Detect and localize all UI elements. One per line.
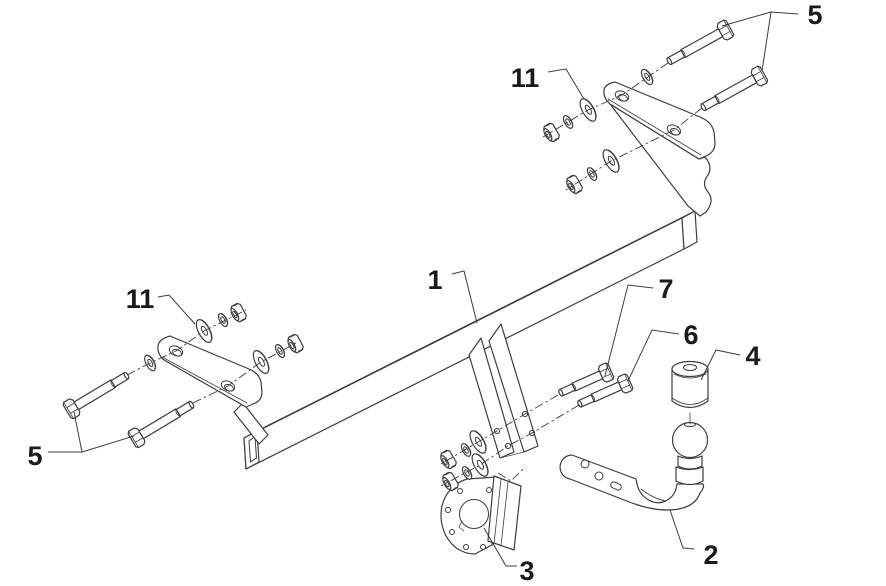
washer-stack-top-1: [540, 95, 601, 145]
callout-label: 4: [745, 341, 760, 371]
cap-top-hole: [683, 364, 697, 371]
plate-hole: [493, 427, 501, 435]
hex-nut: [563, 173, 585, 197]
spring-washer: [459, 464, 475, 482]
socket-plate-centre-hole: [459, 499, 489, 529]
callout-6: 6: [627, 320, 699, 382]
washer-right-single: [638, 66, 656, 87]
bolt-left-upper: [61, 366, 134, 421]
callout-label: 7: [658, 274, 673, 304]
callout-5-left: 5: [27, 411, 135, 471]
callout-label: 1: [427, 265, 442, 295]
towball-ball: [671, 421, 709, 459]
socket-plate-hole: [449, 529, 455, 535]
towball-collar-upper: [677, 455, 703, 470]
ball-cover-cap: [671, 360, 709, 425]
towball-arm-hole: [594, 471, 604, 481]
plate-hole: [528, 429, 536, 437]
spring-washer: [273, 342, 288, 360]
bracket-left-plate: [157, 335, 263, 408]
bracket-left-foot: [233, 402, 269, 445]
callout-label: 5: [27, 441, 42, 471]
hex-nut: [227, 301, 249, 325]
bracket-right: [603, 81, 716, 217]
centerlines: [126, 62, 703, 487]
bracket-left: [157, 335, 269, 445]
ballmount-plates: [468, 323, 539, 459]
callout-2: 2: [669, 509, 719, 570]
bolt-right-lower: [696, 64, 770, 117]
crossbar-open-end-inner: [248, 435, 258, 463]
towball-body: [559, 454, 705, 511]
socket-plate-hole: [463, 544, 469, 550]
callouts: 5 11 1 7 6 4 11 5: [27, 0, 822, 586]
bracket-right-web: [609, 103, 712, 217]
plate-hole: [504, 442, 512, 450]
callout-label: 11: [511, 63, 540, 93]
spring-washer: [584, 165, 600, 183]
callout-1: 1: [427, 265, 478, 324]
callout-4: 4: [700, 341, 761, 381]
socket-plate-hole: [445, 507, 451, 513]
callout-label: 3: [519, 556, 534, 586]
spring-washer: [458, 441, 474, 459]
washer-stack-top-2: [563, 146, 624, 197]
swan-neck-towball: [559, 421, 709, 511]
socket-plate-hole: [457, 488, 463, 494]
bolt-left-lower: [126, 395, 199, 450]
socket-plate-hole: [480, 544, 486, 550]
spring-washer: [560, 113, 576, 131]
crossbar: [243, 210, 698, 470]
callout-5-top-right: 5: [721, 0, 823, 72]
towball-arm-hole: [580, 459, 590, 469]
washer-stack-left-1: [192, 301, 249, 346]
socket-plate: [440, 475, 522, 555]
callout-3: 3: [483, 527, 535, 586]
bolt-right-upper: [662, 18, 736, 71]
bracket-right-plate: [603, 81, 716, 160]
callout-7: 7: [604, 274, 674, 377]
washer-stack-left-2: [249, 332, 306, 377]
flat-washer: [468, 450, 493, 480]
socket-plate-hole: [486, 487, 492, 493]
plate-hole: [521, 410, 529, 418]
callout-11-top: 11: [511, 63, 585, 100]
towball-collar-lower: [675, 466, 704, 486]
callout-label: 5: [807, 0, 822, 30]
socket-plate-body: [440, 476, 498, 555]
callout-label: 6: [683, 320, 698, 350]
callout-label: 2: [703, 540, 718, 570]
spring-washer: [216, 311, 231, 329]
callout-11-left: 11: [126, 284, 196, 325]
ballmount-plate-near: [468, 337, 515, 459]
towball-arm-slot: [610, 481, 622, 491]
crossbar-right-end-face: [681, 210, 698, 250]
crossbar-front-face: [243, 217, 685, 470]
callout-label: 11: [126, 284, 155, 314]
